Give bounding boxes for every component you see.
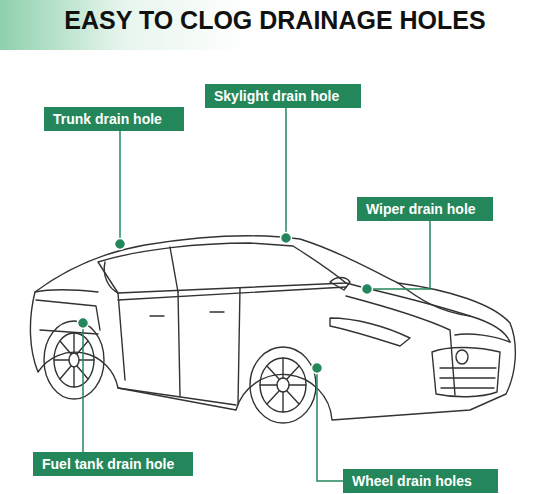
callout-label: Fuel tank drain hole bbox=[33, 452, 193, 476]
label-text: Fuel tank drain hole bbox=[42, 456, 174, 472]
callout-label: Trunk drain hole bbox=[44, 107, 184, 131]
callout-label: Skylight drain hole bbox=[205, 84, 361, 108]
callout-label: Wheel drain holes bbox=[343, 469, 498, 493]
label-text: Wiper drain hole bbox=[366, 201, 476, 217]
title: EASY TO CLOG DRAINAGE HOLES bbox=[0, 6, 550, 35]
label-text: Skylight drain hole bbox=[214, 88, 339, 104]
label-text: Wheel drain holes bbox=[352, 473, 472, 489]
callout-label: Wiper drain hole bbox=[357, 197, 493, 221]
label-text: Trunk drain hole bbox=[53, 111, 162, 127]
